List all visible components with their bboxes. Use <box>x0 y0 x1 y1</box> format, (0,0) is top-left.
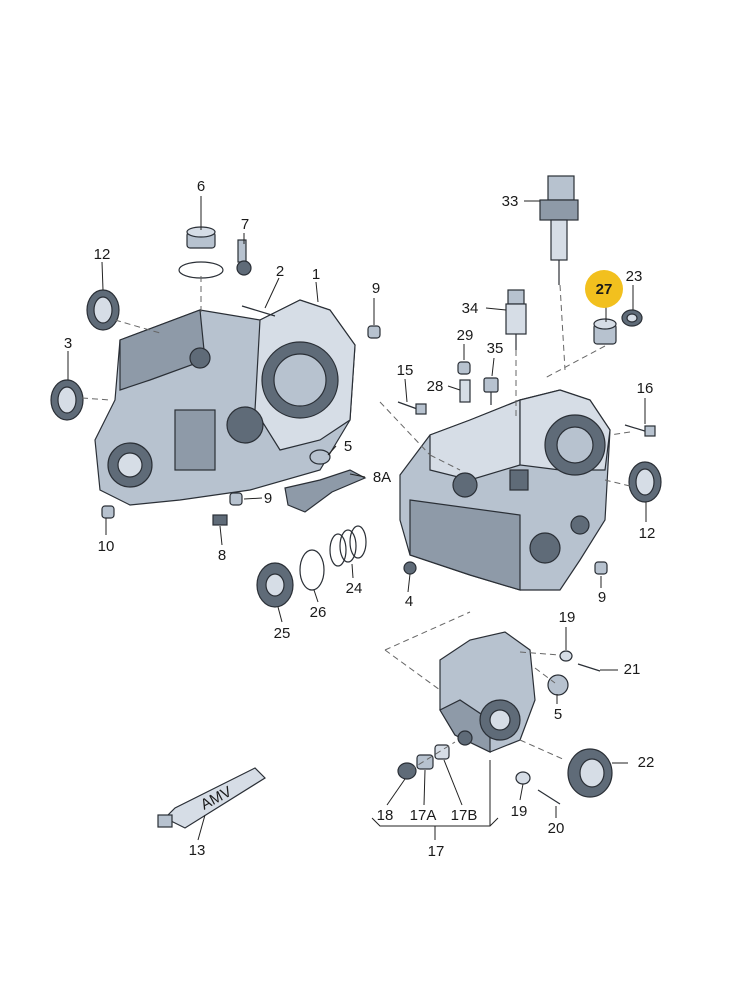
plug-10 <box>101 505 115 519</box>
right-transmission-housing <box>399 389 611 591</box>
pin-28 <box>459 379 471 403</box>
callout-18: 18 <box>377 807 394 824</box>
callout-25: 25 <box>274 625 291 642</box>
callout-19-top: 19 <box>559 609 576 626</box>
spring-24 <box>329 525 367 567</box>
callout-19-bottom: 19 <box>511 803 528 820</box>
bracket-8a <box>284 469 367 513</box>
callout-8: 8 <box>218 547 226 564</box>
callout-23: 23 <box>626 268 643 285</box>
bush-17b <box>434 744 450 760</box>
bearing-25 <box>256 562 294 608</box>
bolt-21 <box>577 663 601 672</box>
callout-8a: 8A <box>373 469 391 486</box>
callout-22: 22 <box>638 754 655 771</box>
plug-9-mid <box>229 492 243 506</box>
callout-24: 24 <box>346 580 363 597</box>
callout-7: 7 <box>241 216 249 233</box>
callout-34: 34 <box>462 300 479 317</box>
ring-23 <box>621 309 643 327</box>
bolt-20 <box>537 789 561 805</box>
callout-28: 28 <box>427 378 444 395</box>
seal-12-right <box>628 461 662 503</box>
cap-5-upper <box>309 449 331 465</box>
callout-labels: 6 7 2 1 12 9 3 5 8A 9 10 8 24 4 26 25 13… <box>64 178 656 860</box>
callout-17: 17 <box>428 843 445 860</box>
callout-35: 35 <box>487 340 504 357</box>
leader-lines <box>67 196 647 841</box>
plug-29 <box>457 361 471 375</box>
seal-3 <box>50 379 84 421</box>
callout-12-right: 12 <box>639 525 656 542</box>
seal-27 <box>593 318 617 345</box>
callout-13: 13 <box>189 842 206 859</box>
flange-6 <box>178 226 224 279</box>
callout-5-upper: 5 <box>344 438 352 455</box>
callout-27: 27 <box>596 281 613 298</box>
callout-17b: 17B <box>451 807 478 824</box>
bolt-2 <box>241 305 276 317</box>
washer-19-bottom <box>515 771 531 785</box>
assembly-lines <box>81 276 631 771</box>
callout-9-top: 9 <box>372 280 380 297</box>
plug-9-right <box>594 561 608 575</box>
switch-34 <box>505 289 527 350</box>
cover-22 <box>567 748 613 798</box>
callout-3: 3 <box>64 335 72 352</box>
callout-16: 16 <box>637 380 654 397</box>
ring-26 <box>299 549 325 591</box>
highlight-27-circle <box>585 270 623 308</box>
bolt-15 <box>397 401 427 415</box>
callout-29: 29 <box>457 327 474 344</box>
callout-17a: 17A <box>410 807 437 824</box>
gearbox-end-cover <box>439 631 536 753</box>
bolt-35 <box>483 377 499 405</box>
seal-18 <box>397 762 417 780</box>
callout-6: 6 <box>197 178 205 195</box>
callout-2: 2 <box>276 263 284 280</box>
pin-8 <box>212 514 228 526</box>
left-transmission-housing <box>94 299 356 506</box>
callout-12-left: 12 <box>94 246 111 263</box>
plug-9-top <box>367 325 381 339</box>
bolt-16 <box>624 424 656 437</box>
cap-5-lower <box>547 674 569 696</box>
sender-33 <box>539 175 579 285</box>
washer-19-top <box>559 650 573 662</box>
callout-5-lower: 5 <box>554 706 562 723</box>
callout-26: 26 <box>310 604 327 621</box>
callout-21: 21 <box>624 661 641 678</box>
callout-10: 10 <box>98 538 115 555</box>
sensor-7 <box>236 239 252 276</box>
callout-15: 15 <box>397 362 414 379</box>
callout-33: 33 <box>502 193 519 210</box>
seal-12-left <box>86 289 120 331</box>
callout-4: 4 <box>405 593 413 610</box>
callout-20: 20 <box>548 820 565 837</box>
sealant-tube-13: AMV <box>157 767 266 829</box>
callout-9-mid: 9 <box>264 490 272 507</box>
callout-1: 1 <box>312 266 320 283</box>
callout-9-right: 9 <box>598 589 606 606</box>
